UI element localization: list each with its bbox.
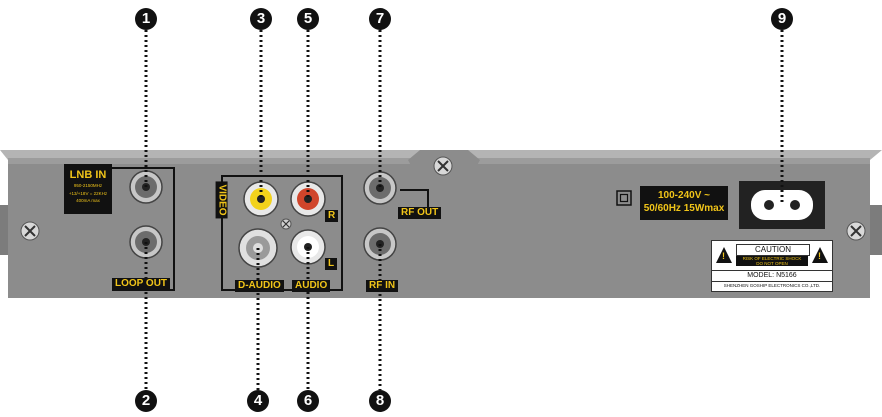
screw-top [433, 156, 453, 176]
lnb-in-title: LNB IN [69, 169, 107, 181]
audio-label: AUDIO [292, 280, 331, 292]
caution-warning-line-1: RISK OF ELECTRIC SHOCK [742, 256, 802, 261]
rf-out-connector [363, 171, 397, 205]
panel-ear-right [870, 205, 882, 255]
small-screw-icon [280, 218, 292, 230]
screw-right [846, 221, 866, 241]
manufacturer: SHENZHEN GOSHIP ELECTRONICS CO.,LTD. [723, 283, 821, 288]
caution-title: CAUTION [736, 244, 810, 256]
power-rating-label: 100-240V ~ 50/60Hz 15Wmax [640, 186, 728, 220]
double-insulation-icon [616, 190, 632, 206]
loop-out-label: LOOP OUT [112, 278, 171, 290]
rf-out-label: RF OUT [398, 207, 442, 219]
video-label: VIDEO [215, 181, 228, 219]
lnb-in-label: LNB IN 950-2150MHz +13/+18V = 22KHz 400m… [64, 164, 112, 214]
lnb-spec-3: 400mA max [76, 198, 100, 203]
d-audio-label: D-AUDIO [235, 280, 284, 292]
callout-5: 5 [297, 8, 319, 30]
caution-plate: ! ! CAUTION RISK OF ELECTRIC SHOCK DO NO… [711, 240, 833, 292]
l-label: L [325, 258, 338, 270]
power-line-2: 50/60Hz 15Wmax [643, 203, 725, 214]
panel-ear-left [0, 205, 8, 255]
power-line-1: 100-240V ~ [658, 190, 710, 201]
model-number: MODEL: N5166 [712, 270, 832, 282]
callout-2: 2 [135, 390, 157, 412]
callout-4: 4 [247, 390, 269, 412]
power-socket-pin-right [790, 200, 800, 210]
caution-warning: RISK OF ELECTRIC SHOCK DO NOT OPEN [736, 256, 808, 266]
callout-3: 3 [250, 8, 272, 30]
lnb-spec-1: 950-2150MHz [73, 183, 103, 188]
screw-left [20, 221, 40, 241]
video-jack [243, 181, 279, 217]
callout-8: 8 [369, 390, 391, 412]
audio-r-jack [290, 181, 326, 217]
lnb-spec-2: +13/+18V = 22KHz [68, 190, 108, 196]
warning-triangle-icon-left: ! [716, 247, 732, 263]
r-label: R [325, 210, 339, 222]
callout-6: 6 [297, 390, 319, 412]
lnb-frame [112, 167, 175, 291]
warning-triangle-icon-right: ! [812, 247, 828, 263]
rf-in-label: RF IN [366, 280, 399, 292]
callout-1: 1 [135, 8, 157, 30]
power-socket-pin-left [764, 200, 774, 210]
callout-7: 7 [369, 8, 391, 30]
callout-9: 9 [771, 8, 793, 30]
caution-warning-line-2: DO NOT OPEN [756, 261, 788, 266]
